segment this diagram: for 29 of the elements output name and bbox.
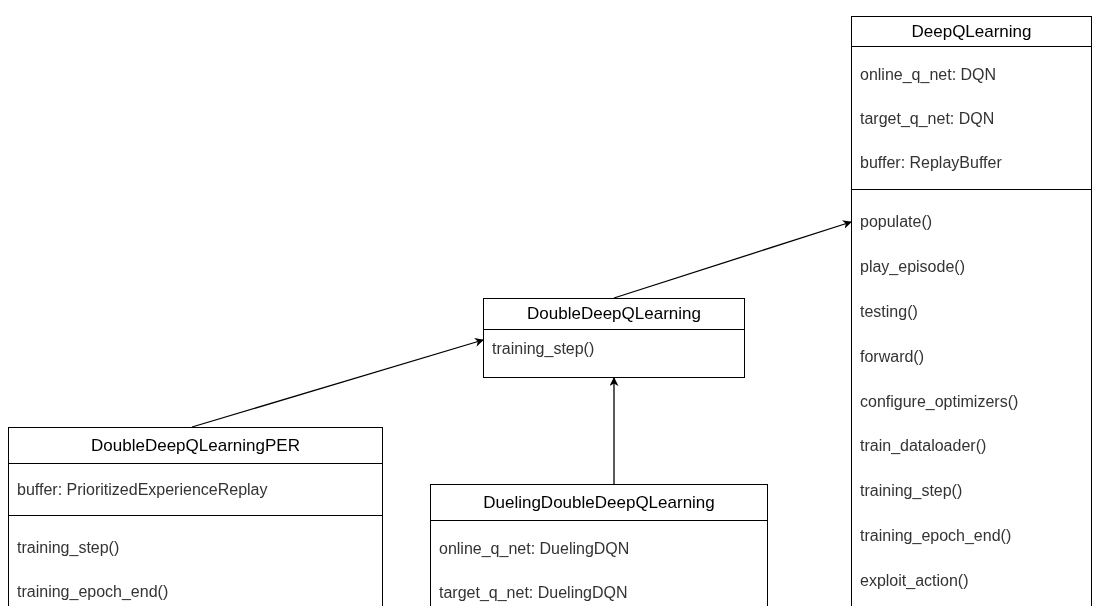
- class-name: DoubleDeepQLearningPER: [91, 434, 300, 457]
- inheritance-arrow: [191, 338, 484, 428]
- class-box: [483, 298, 745, 378]
- class-member: play_episode(): [860, 257, 965, 278]
- class-name: DuelingDoubleDeepQLearning: [483, 491, 715, 514]
- class-member: online_q_net: DQN: [860, 65, 997, 85]
- class-member: testing(): [860, 302, 918, 322]
- class-member: target_q_net: DQN: [860, 109, 995, 129]
- class-member: training_step(): [860, 481, 963, 502]
- class-member: training_epoch_end(): [17, 582, 169, 602]
- class-member: buffer: ReplayBuffer: [860, 153, 1002, 173]
- class-member: training_step(): [492, 339, 595, 359]
- class-member: target_q_net: DuelingDQN: [439, 583, 628, 603]
- class-member: populate(): [860, 212, 933, 233]
- class-box: [430, 484, 768, 606]
- class-member: train_dataloader(): [860, 436, 987, 457]
- class-member: buffer: PrioritizedExperienceReplay: [17, 480, 268, 500]
- class-member: configure_optimizers(): [860, 391, 1019, 412]
- class-box: [8, 427, 383, 606]
- inheritance-arrow: [613, 220, 852, 299]
- class-member: forward(): [860, 346, 924, 367]
- class-member: online_q_net: DuelingDQN: [439, 539, 630, 559]
- class-name: DoubleDeepQLearning: [527, 303, 701, 326]
- class-name: DeepQLearning: [911, 20, 1032, 43]
- inheritance-arrow: [609, 377, 619, 485]
- class-box: [851, 16, 1092, 606]
- class-member: training_step(): [17, 538, 120, 558]
- class-member: training_epoch_end(): [860, 525, 1012, 546]
- class-member: exploit_action(): [860, 570, 969, 591]
